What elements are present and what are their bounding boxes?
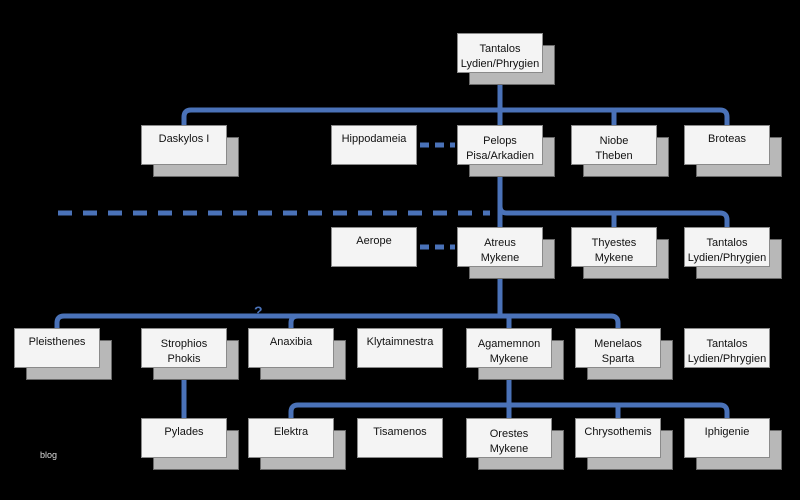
person-node-text: Pisa/Arkadien [466,150,534,162]
person-node-text: Atreus [484,237,516,249]
link-to-anaxibia [288,313,301,331]
person-node-anaxibia: Anaxibia [248,328,334,368]
person-node-text: Iphigenie [704,426,750,438]
person-node-text: Orestes [489,428,529,440]
person-node-text: Mykene [489,353,529,365]
person-node-text: Thyestes [591,237,637,249]
person-node-text: Daskylos I [158,133,210,145]
person-node-text: Tisamenos [373,426,427,438]
person-node-text: Aerope [356,235,392,247]
person-node-elektra: Elektra [248,418,334,458]
link-gen2-bar [181,107,730,128]
uncertain-marker: ? [254,303,263,319]
person-node-hippodameia: Hippodameia [331,125,417,165]
person-node-text: Agamemnon [477,338,541,350]
person-node-text: Sparta [601,353,635,365]
person-node-text: Lydien/Phrygien [687,252,767,264]
person-node-klytaimnestra: Klytaimnestra [357,328,443,368]
corner-watermark-text: blog [40,450,58,460]
person-node-text: Broteas [708,133,746,145]
person-node-text: Lydien/Phrygien [460,58,540,70]
person-node-text: Mykene [594,252,634,264]
person-node-text: Mykene [480,252,520,264]
person-node-text: Niobe [599,135,629,147]
link-gen4-bar [54,313,621,331]
person-node-pylades: Pylades [141,418,227,458]
person-node-broteas: Broteas [684,125,770,165]
person-node-text: Pylades [164,426,204,438]
person-node-text: Menelaos [594,338,642,350]
person-node-text: Pelops [483,135,517,147]
person-node-text: Hippodameia [341,133,407,145]
person-node-text: Tantalos [706,237,748,249]
person-node-text: Pleisthenes [28,336,86,348]
person-node-text: Lydien/Phrygien [687,353,767,365]
person-node-iphigenie: Iphigenie [684,418,770,458]
person-node-chrysothemis: Chrysothemis [575,418,661,458]
person-node-text: Tantalos [706,338,748,350]
person-node-tisamenos: Tisamenos [357,418,443,458]
person-node-daskylos: Daskylos I [141,125,227,165]
person-node-text: Chrysothemis [584,426,652,438]
person-node-text: Mykene [489,443,529,455]
person-node-pleisthenes: Pleisthenes [14,328,100,368]
person-node-text: Theben [595,150,633,162]
person-node-text: Elektra [273,426,309,438]
person-node-text: Anaxibia [269,336,313,348]
person-node-text: Tantalos [479,43,521,55]
person-node-text: Klytaimnestra [366,336,434,348]
person-node-text: Phokis [167,353,201,365]
person-node-aerope: Aerope [331,227,417,267]
person-node-text: Strophios [160,338,208,350]
